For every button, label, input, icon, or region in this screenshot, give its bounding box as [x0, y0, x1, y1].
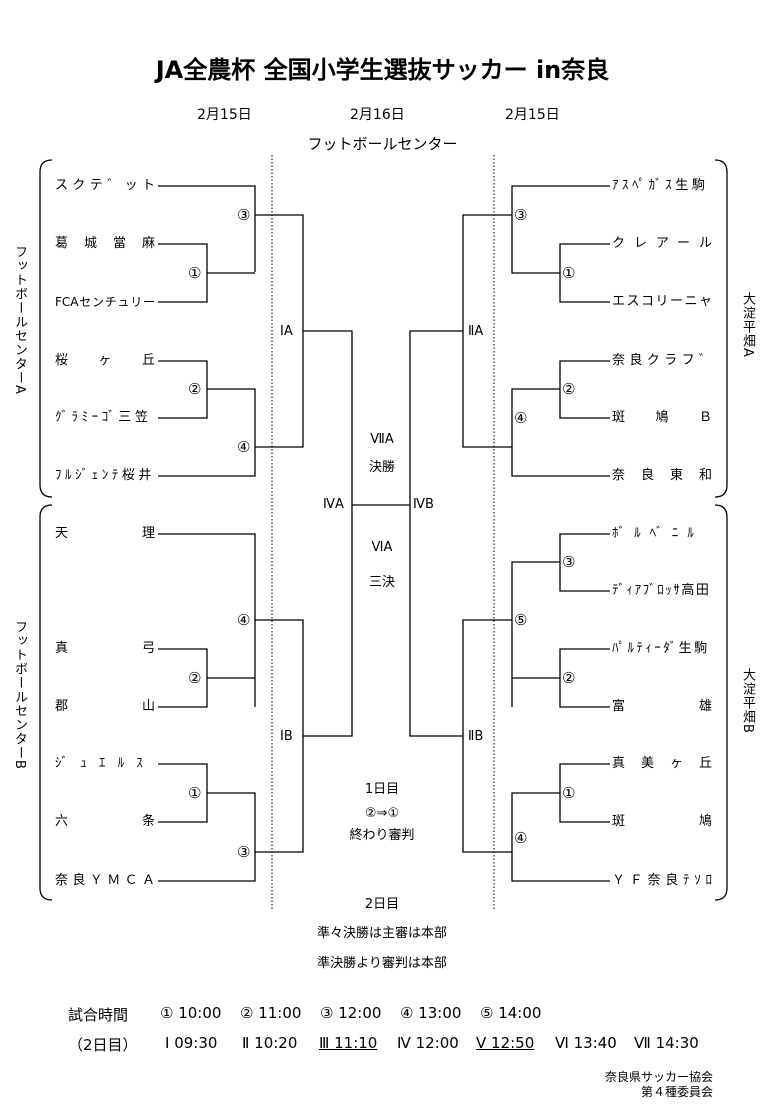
- round-label: ⅠA: [280, 324, 293, 339]
- team-right: 奈良東和: [612, 468, 712, 483]
- day1-rule: ②⇒①: [364, 806, 400, 821]
- team-right: ＹＦ奈良ﾃｿﾛ: [612, 873, 712, 888]
- team-right: 富雄: [612, 699, 712, 714]
- side-label-right-b: 大淀平畑B: [740, 668, 755, 734]
- schedule-slot: ③ 12:00: [320, 1004, 382, 1022]
- match-number: ①: [562, 784, 576, 802]
- team-right: 斑鳩: [612, 814, 712, 829]
- footer-committee: 第４種委員会: [640, 1085, 713, 1099]
- match-number: ③: [237, 206, 251, 224]
- schedule-slot: Ⅳ 12:00: [397, 1034, 459, 1052]
- schedule-slot: Ⅰ 09:30: [165, 1034, 218, 1052]
- round-label: ⅡA: [468, 324, 484, 339]
- note-semifinal: 準決勝より審判は本部: [317, 956, 447, 971]
- team-left: FCAセンチュリー: [55, 295, 155, 309]
- side-label-left-b: フットボールセンターB: [12, 620, 27, 770]
- match-number: ④: [514, 829, 528, 847]
- page-title: JA全農杯 全国小学生選抜サッカー in奈良: [155, 56, 610, 84]
- match-number: ①: [562, 264, 576, 282]
- schedule-slot: ④ 13:00: [400, 1004, 462, 1022]
- brace-right-a: [714, 159, 728, 498]
- date-right: 2月15日: [505, 107, 560, 123]
- team-left: スクテ゛ット: [55, 178, 155, 193]
- team-left: ｼﾞｭｴﾙｽ: [55, 756, 155, 771]
- match-number: ②: [188, 669, 202, 687]
- round-label: ⅣB: [413, 497, 434, 512]
- note-quarterfinal: 準々決勝は主審は本部: [316, 926, 447, 941]
- venue-top: フットボールセンター: [307, 135, 458, 153]
- schedule-slot: Ⅴ 12:50: [476, 1034, 535, 1052]
- brace-right-b: [714, 504, 728, 901]
- third-label: 三決: [368, 575, 395, 590]
- schedule-slot: ① 10:00: [160, 1004, 222, 1022]
- match-number: ①: [188, 264, 202, 282]
- match-number: ③: [237, 843, 251, 861]
- team-right: 斑鳩Ｂ: [612, 410, 712, 425]
- team-right: エスコリーニャ: [612, 294, 712, 309]
- footer-org: 奈良県サッカー協会: [604, 1070, 713, 1084]
- match-number: ②: [188, 380, 202, 398]
- team-right: ﾃﾞｨｱﾌﾞﾛｯｻ高田: [612, 583, 711, 598]
- date-left: 2月15日: [197, 107, 252, 123]
- match-number: ②: [562, 669, 576, 687]
- final-code: ⅦA: [370, 432, 394, 447]
- team-left: 葛城當麻: [55, 236, 155, 251]
- schedule-slot: Ⅵ 13:40: [555, 1034, 617, 1052]
- team-left: ｸﾞﾗﾐｰｺﾞ三笠: [55, 410, 152, 425]
- team-right: ﾎﾞﾙﾍﾞﾆﾙ: [612, 526, 703, 541]
- day1-label: 1日目: [364, 782, 400, 797]
- date-center: 2月16日: [350, 107, 405, 123]
- schedule-slot: Ⅱ 10:20: [242, 1034, 298, 1052]
- round-label: ⅡB: [468, 729, 484, 744]
- team-left: 天理: [55, 526, 155, 541]
- schedule-slot: ⑤ 14:00: [480, 1004, 542, 1022]
- day2-label: 2日目: [364, 897, 400, 912]
- team-left: 六条: [55, 814, 155, 829]
- day1-rule-2: 終わり審判: [349, 828, 415, 843]
- team-left: 桜ヶ丘: [55, 353, 155, 368]
- team-left: 真弓: [55, 641, 155, 656]
- team-left: 郡山: [55, 699, 155, 714]
- brace-left-b: [39, 504, 53, 901]
- schedule-slot: Ⅲ 11:10: [319, 1034, 378, 1052]
- team-left: 奈良ＹＭＣＡ: [55, 873, 155, 888]
- schedule-label: 試合時間: [68, 1006, 129, 1024]
- match-number: ③: [562, 553, 576, 571]
- match-number: ①: [188, 784, 202, 802]
- team-right: 真美ヶ丘: [612, 756, 712, 771]
- brace-left-a: [39, 159, 53, 498]
- round-label: ⅣA: [323, 497, 344, 512]
- match-number: ④: [237, 438, 251, 456]
- schedule-day2-label: （2日目）: [68, 1036, 138, 1054]
- team-right: 奈良クラフ゛: [612, 353, 712, 368]
- third-code: ⅥA: [371, 540, 393, 555]
- match-number: ⑤: [514, 611, 528, 629]
- final-label: 決勝: [368, 460, 395, 475]
- match-number: ④: [514, 409, 528, 427]
- team-left: ﾌﾙｼﾞｪﾝﾃ桜井: [55, 468, 155, 483]
- round-label: ⅠB: [280, 729, 293, 744]
- schedule-slot: ② 11:00: [240, 1004, 302, 1022]
- match-number: ②: [562, 380, 576, 398]
- side-label-right-a: 大淀平畑A: [740, 292, 755, 358]
- team-right: ﾊﾟﾙﾃｨｰﾀﾞ生駒: [612, 641, 710, 656]
- schedule-slot: Ⅶ 14:30: [634, 1034, 699, 1052]
- match-number: ③: [514, 206, 528, 224]
- team-right: クレアール: [612, 236, 712, 251]
- match-number: ④: [237, 611, 251, 629]
- team-right: ｱｽﾍﾟｶﾞｽ生駒: [612, 178, 709, 193]
- side-label-left-a: フットボールセンターA: [12, 245, 27, 395]
